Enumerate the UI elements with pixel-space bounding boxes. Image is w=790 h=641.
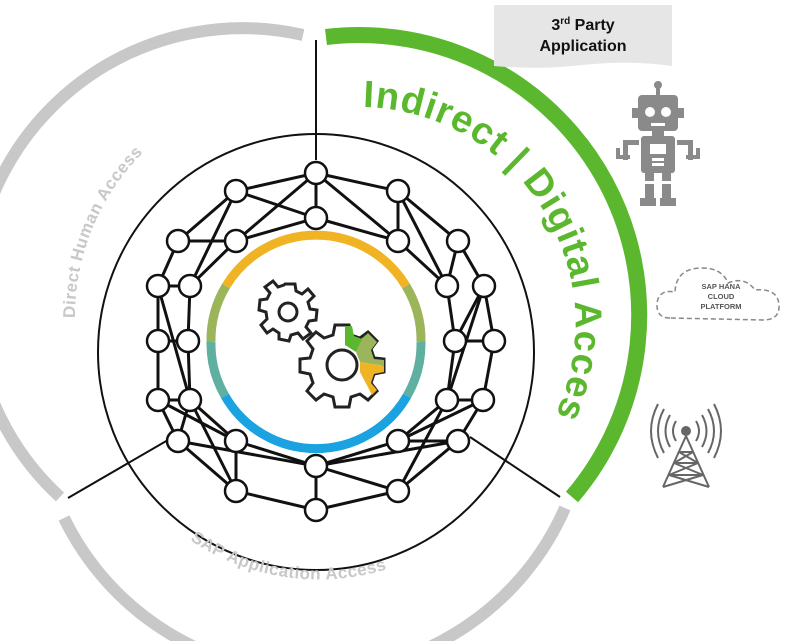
direct-access-label: Direct Human Access xyxy=(60,142,146,318)
separator-left xyxy=(67,439,169,499)
separator-right xyxy=(469,436,561,498)
cloud-line1: SAP HANA xyxy=(701,282,741,291)
node xyxy=(303,205,329,231)
node xyxy=(445,428,471,454)
node xyxy=(385,478,411,504)
node xyxy=(223,178,249,204)
node xyxy=(175,328,201,354)
inner-ring xyxy=(97,133,535,571)
third-party-line2: Application xyxy=(539,38,626,55)
node xyxy=(165,228,191,254)
direct-access-arc xyxy=(0,22,305,502)
cloud-icon: SAP HANA CLOUD PLATFORM xyxy=(656,267,780,321)
indirect-access-arc xyxy=(325,27,648,503)
node xyxy=(471,273,497,299)
node xyxy=(223,228,249,254)
node xyxy=(385,178,411,204)
node xyxy=(385,228,411,254)
direct-access-label-text: Direct Human Access xyxy=(60,142,146,318)
colored-ring xyxy=(206,230,426,454)
node xyxy=(223,478,249,504)
node xyxy=(177,387,203,413)
network-nodes xyxy=(145,160,507,523)
node xyxy=(303,160,329,186)
sap-access-label-text: SAP Application Access xyxy=(188,527,388,583)
third-party-box: 3rd Party Application xyxy=(494,5,672,68)
node xyxy=(145,273,171,299)
robot-icon xyxy=(616,81,700,206)
third-party-line1: 3rd Party xyxy=(551,16,614,34)
sap-access-arc xyxy=(58,505,571,641)
cloud-line3: PLATFORM xyxy=(700,302,741,311)
gears-icon xyxy=(257,278,386,409)
node xyxy=(445,228,471,254)
node xyxy=(434,387,460,413)
node xyxy=(303,497,329,523)
node xyxy=(223,428,249,454)
sap-access-label: SAP Application Access xyxy=(188,527,389,583)
node xyxy=(385,428,411,454)
node xyxy=(481,328,507,354)
node xyxy=(145,387,171,413)
node xyxy=(434,273,460,299)
node xyxy=(165,428,191,454)
radio-tower-icon xyxy=(650,403,722,488)
node xyxy=(470,387,496,413)
cloud-line2: CLOUD xyxy=(708,292,735,301)
node xyxy=(177,273,203,299)
node xyxy=(442,328,468,354)
node xyxy=(303,453,329,479)
node xyxy=(145,328,171,354)
